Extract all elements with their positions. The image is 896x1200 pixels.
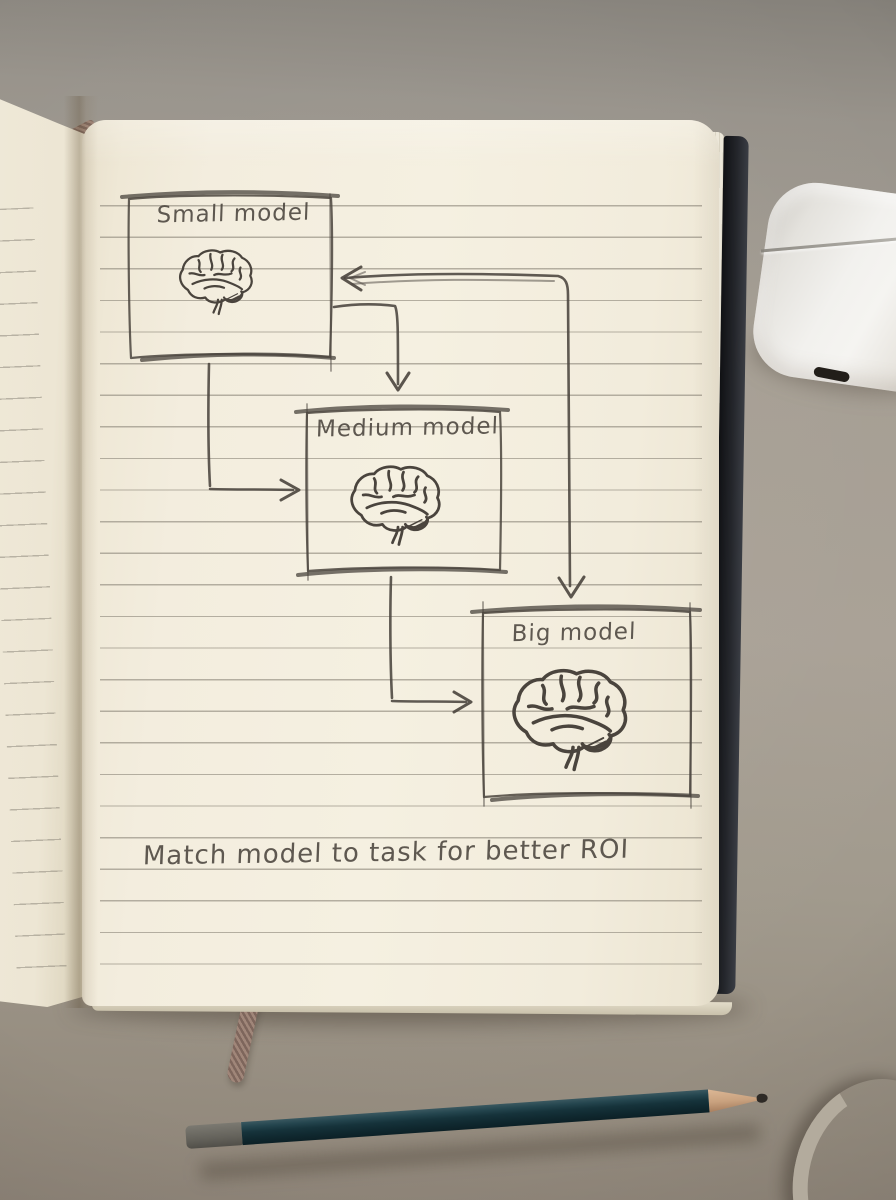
notebook-page [82,120,719,1006]
big-model-label: Big model [511,618,637,648]
notebook-gutter [64,96,98,1008]
ruled-lines-left [0,207,67,969]
notebook-left-page [0,99,86,1007]
airpods-charging-port [812,366,851,383]
pencil-graphite-tip [756,1093,768,1104]
pencil-end-cap [185,1122,243,1149]
airpods-lid-seam [760,230,896,253]
page-shading [82,120,719,1006]
small-model-label: Small model [156,199,311,229]
medium-model-label: Medium model [315,413,500,443]
